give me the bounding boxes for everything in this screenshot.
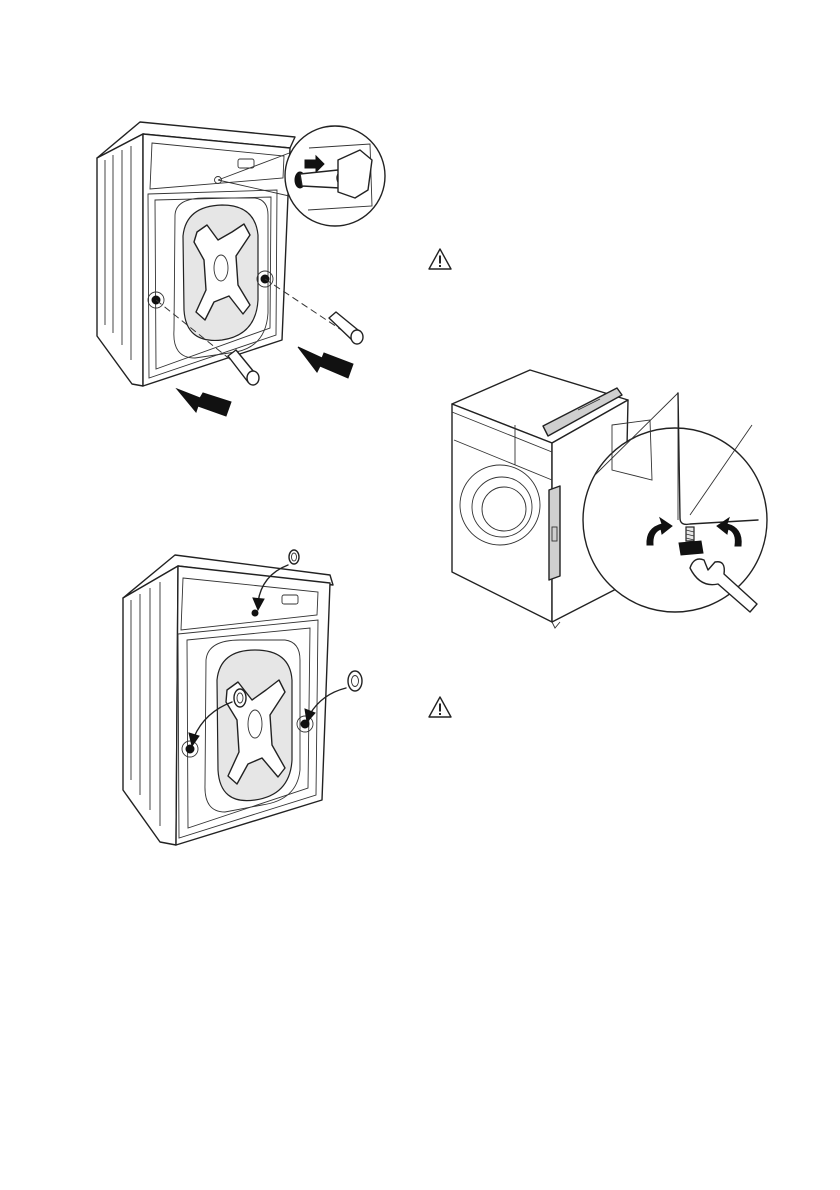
washing-machine-rear-icon: [97, 122, 295, 386]
warning-triangle-icon: [427, 247, 453, 271]
warning-triangle-icon: [427, 695, 453, 719]
figure-insert-plastic-caps: [110, 545, 390, 850]
figure-level-machine: [445, 365, 765, 650]
figure-remove-transit-bolts: [80, 110, 400, 430]
washing-machine-rear-icon: [123, 555, 333, 845]
